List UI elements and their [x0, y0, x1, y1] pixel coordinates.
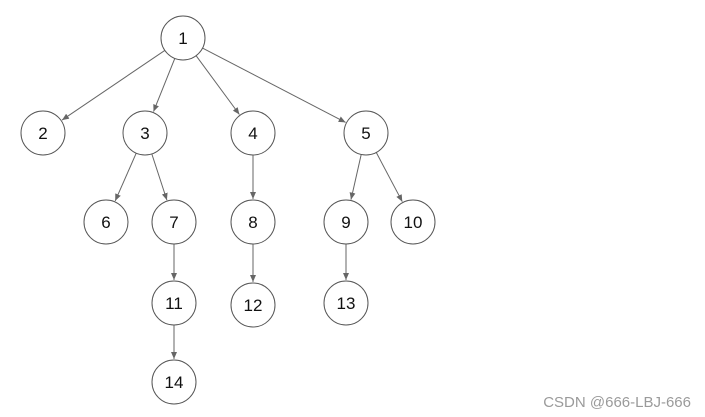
- node-label: 4: [248, 124, 257, 143]
- node-label: 1: [178, 29, 187, 48]
- node-circle: [390, 199, 436, 245]
- node-circle: [122, 110, 168, 156]
- tree-node-6: 6: [83, 199, 129, 245]
- edge-3-to-6: [114, 152, 137, 202]
- node-circle: [20, 110, 66, 156]
- edge-3-to-7: [151, 153, 168, 201]
- node-label: 2: [38, 124, 47, 143]
- node-circle: [343, 110, 389, 156]
- edge-1-to-2: [61, 49, 166, 121]
- edge-1-to-5: [202, 47, 346, 123]
- node-label: 5: [361, 124, 370, 143]
- tree-node-4: 4: [230, 110, 276, 156]
- node-label: 3: [140, 124, 149, 143]
- node-label: 10: [404, 213, 423, 232]
- node-circle: [323, 199, 369, 245]
- watermark-text: CSDN @666-LBJ-666: [543, 394, 691, 411]
- node-label: 13: [337, 294, 356, 313]
- node-label: 14: [165, 373, 184, 392]
- node-circle: [160, 15, 206, 61]
- edges-layer: [61, 47, 403, 359]
- node-circle: [83, 199, 129, 245]
- edge-1-to-4: [195, 55, 240, 115]
- node-circle: [230, 110, 276, 156]
- node-label: 11: [165, 294, 183, 313]
- tree-node-8: 8: [230, 199, 276, 245]
- tree-node-1: 1: [160, 15, 206, 61]
- node-circle: [151, 359, 197, 405]
- tree-node-5: 5: [343, 110, 389, 156]
- edge-5-to-10: [375, 152, 403, 202]
- node-circle: [230, 282, 276, 328]
- tree-node-7: 7: [151, 199, 197, 245]
- node-label: 8: [248, 213, 257, 232]
- node-label: 6: [101, 213, 110, 232]
- node-label: 12: [244, 296, 263, 315]
- node-circle: [151, 199, 197, 245]
- tree-node-14: 14: [151, 359, 197, 405]
- edge-1-to-3: [153, 58, 176, 112]
- node-circle: [323, 280, 369, 326]
- tree-node-11: 11: [151, 280, 197, 326]
- node-circle: [151, 280, 197, 326]
- tree-node-13: 13: [323, 280, 369, 326]
- tree-node-12: 12: [230, 282, 276, 328]
- tree-node-3: 3: [122, 110, 168, 156]
- tree-node-10: 10: [390, 199, 436, 245]
- edge-5-to-9: [349, 154, 362, 200]
- node-label: 9: [341, 213, 350, 232]
- node-label: 7: [169, 213, 178, 232]
- tree-node-2: 2: [20, 110, 66, 156]
- node-circle: [230, 199, 276, 245]
- tree-node-9: 9: [323, 199, 369, 245]
